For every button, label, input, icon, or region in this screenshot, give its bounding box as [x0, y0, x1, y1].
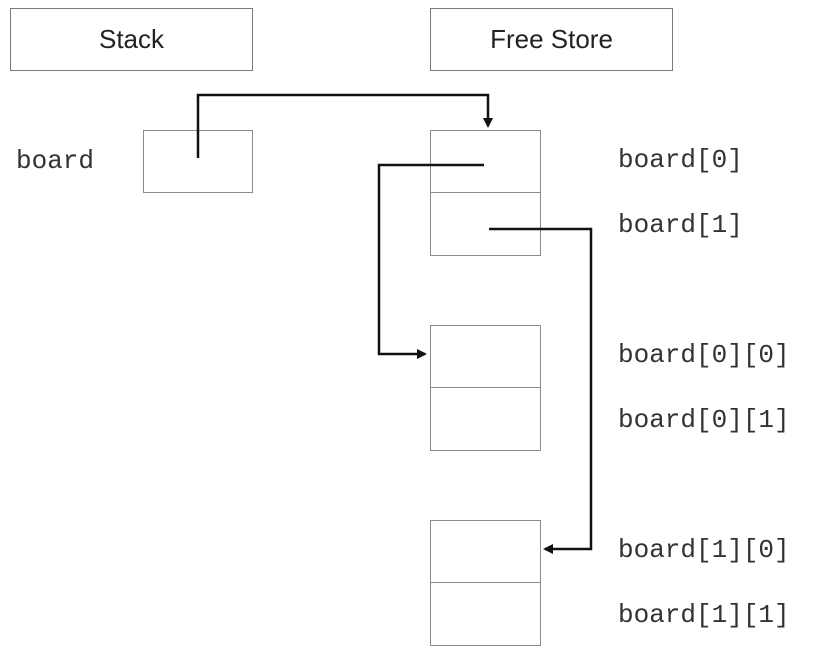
- row1-cell-1: [430, 582, 541, 646]
- row-pointer-cell-1: [430, 192, 541, 256]
- board-variable-label: board: [16, 146, 95, 176]
- row1-cell-label-1: board[1][1]: [618, 600, 790, 630]
- arrow-row1-pointer-to-row1: [489, 227, 593, 554]
- arrow-row0-pointer-to-row0: [377, 163, 484, 359]
- row0-cell-label-1: board[0][1]: [618, 405, 790, 435]
- row-pointer-label-0: board[0]: [618, 145, 743, 175]
- arrow-board-to-row-pointers: [196, 93, 493, 158]
- row-pointer-cell-0: [430, 130, 541, 193]
- row-pointer-label-1: board[1]: [618, 210, 743, 240]
- row0-cell-1: [430, 387, 541, 451]
- row1-cell-label-0: board[1][0]: [618, 535, 790, 565]
- stack-header: Stack: [10, 8, 253, 71]
- row0-cell-0: [430, 325, 541, 388]
- row1-cell-0: [430, 520, 541, 583]
- row0-cell-label-0: board[0][0]: [618, 340, 790, 370]
- free-store-header: Free Store: [430, 8, 673, 71]
